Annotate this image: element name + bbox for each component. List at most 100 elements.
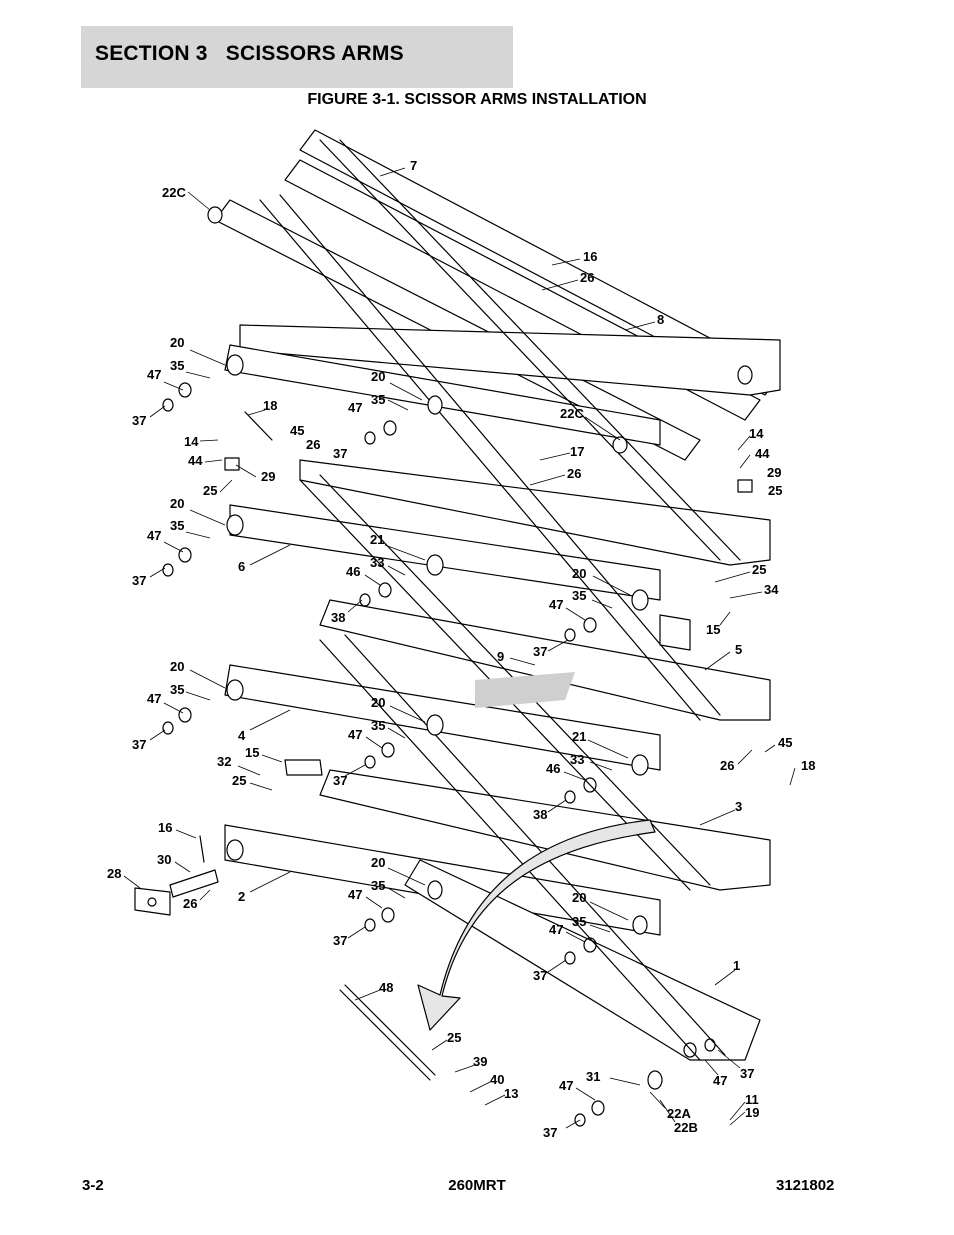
callout-label: 38 — [533, 807, 547, 822]
callout-label: 22B — [674, 1120, 698, 1135]
callout-label: 37 — [132, 413, 146, 428]
callout-label: 37 — [132, 573, 146, 588]
callout-label: 29 — [767, 465, 781, 480]
callout-label: 20 — [371, 369, 385, 384]
callout-label: 14 — [749, 426, 764, 441]
callout-label: 37 — [333, 933, 347, 948]
callout-label: 45 — [778, 735, 792, 750]
callout-label: 26 — [720, 758, 734, 773]
callout-label: 26 — [306, 437, 320, 452]
callout-label: 37 — [543, 1125, 557, 1140]
callout-label: 20 — [371, 695, 385, 710]
callout-label: 15 — [245, 745, 259, 760]
callout-label: 35 — [170, 682, 184, 697]
callout-label: 25 — [203, 483, 217, 498]
callout-label: 14 — [184, 434, 199, 449]
callout-label: 7 — [410, 158, 417, 173]
callout-label: 35 — [371, 878, 385, 893]
callout-label: 37 — [533, 644, 547, 659]
callout-label: 47 — [348, 727, 362, 742]
callout-label: 25 — [752, 562, 766, 577]
callout-label: 22C — [560, 406, 584, 421]
callout-label: 21 — [572, 729, 586, 744]
callout-label: 29 — [261, 469, 275, 484]
callout-label: 5 — [735, 642, 742, 657]
callout-label: 47 — [147, 691, 161, 706]
callout-label: 2 — [238, 889, 245, 904]
callout-label: 20 — [170, 659, 184, 674]
callout-label: 40 — [490, 1072, 504, 1087]
callout-label: 20 — [170, 496, 184, 511]
callout-label: 35 — [371, 392, 385, 407]
callout-label: 25 — [447, 1030, 461, 1045]
callout-label: 47 — [713, 1073, 727, 1088]
callout-label: 37 — [333, 446, 347, 461]
callout-label: 18 — [263, 398, 277, 413]
callout-label: 20 — [572, 566, 586, 581]
callout-label: 35 — [572, 588, 586, 603]
callout-label: 21 — [370, 532, 384, 547]
callout-label: 8 — [657, 312, 664, 327]
callout-label: 37 — [333, 773, 347, 788]
callout-label: 30 — [157, 852, 171, 867]
section-title: SECTION 3 SCISSORS ARMS — [95, 42, 404, 65]
callout-label: 33 — [570, 752, 584, 767]
callout-label: 3 — [735, 799, 742, 814]
callout-label: 35 — [572, 914, 586, 929]
callout-label: 45 — [290, 423, 304, 438]
callout-label: 20 — [170, 335, 184, 350]
callout-label: 25 — [768, 483, 782, 498]
callout-label: 31 — [586, 1069, 600, 1084]
callout-label: 22C — [162, 185, 186, 200]
callout-label: 44 — [755, 446, 770, 461]
callout-label: 47 — [348, 400, 362, 415]
callout-label: 47 — [147, 528, 161, 543]
callout-label: 11 — [745, 1092, 759, 1107]
callout-label: 44 — [188, 453, 203, 468]
callout-label: 1 — [733, 958, 740, 973]
model-name: 260MRT — [448, 1177, 506, 1194]
callout-label: 25 — [232, 773, 246, 788]
page-number: 3-2 — [82, 1177, 104, 1194]
callout-label: 35 — [371, 718, 385, 733]
callout-label: 47 — [549, 597, 563, 612]
callout-label: 46 — [546, 761, 560, 776]
callout-label: 32 — [217, 754, 231, 769]
callout-label: 33 — [370, 555, 384, 570]
figure-title: FIGURE 3-1. SCISSOR ARMS INSTALLATION — [307, 91, 647, 108]
callout-label: 9 — [497, 649, 504, 664]
callout-label: 47 — [549, 922, 563, 937]
callout-label: 46 — [346, 564, 360, 579]
callout-label: 48 — [379, 980, 393, 995]
callout-label: 20 — [572, 890, 586, 905]
callout-label: 4 — [238, 728, 246, 743]
callout-label: 6 — [238, 559, 245, 574]
callout-label: 28 — [107, 866, 121, 881]
callout-label: 34 — [764, 582, 779, 597]
callout-label: 16 — [583, 249, 597, 264]
callout-label: 37 — [132, 737, 146, 752]
callout-label: 39 — [473, 1054, 487, 1069]
section-banner: SECTION 3 SCISSORS ARMS — [81, 26, 513, 88]
callout-label: 15 — [706, 622, 720, 637]
callout-label: 20 — [371, 855, 385, 870]
callout-label: 47 — [147, 367, 161, 382]
callout-label: 18 — [801, 758, 815, 773]
document-number: 3121802 — [776, 1177, 835, 1194]
callout-label: 22A — [667, 1106, 691, 1121]
callout-label: 17 — [570, 444, 584, 459]
callout-label: 35 — [170, 518, 184, 533]
callout-label: 16 — [158, 820, 172, 835]
callout-label: 26 — [580, 270, 594, 285]
callout-label: 37 — [740, 1066, 754, 1081]
callout-label: 26 — [567, 466, 581, 481]
callout-label: 26 — [183, 896, 197, 911]
callout-label: 47 — [348, 887, 362, 902]
callout-label: 37 — [533, 968, 547, 983]
callout-label: 19 — [745, 1105, 759, 1120]
callout-label: 35 — [170, 358, 184, 373]
callout-label: 13 — [504, 1086, 518, 1101]
callout-label: 47 — [559, 1078, 573, 1093]
callout-label: 38 — [331, 610, 345, 625]
